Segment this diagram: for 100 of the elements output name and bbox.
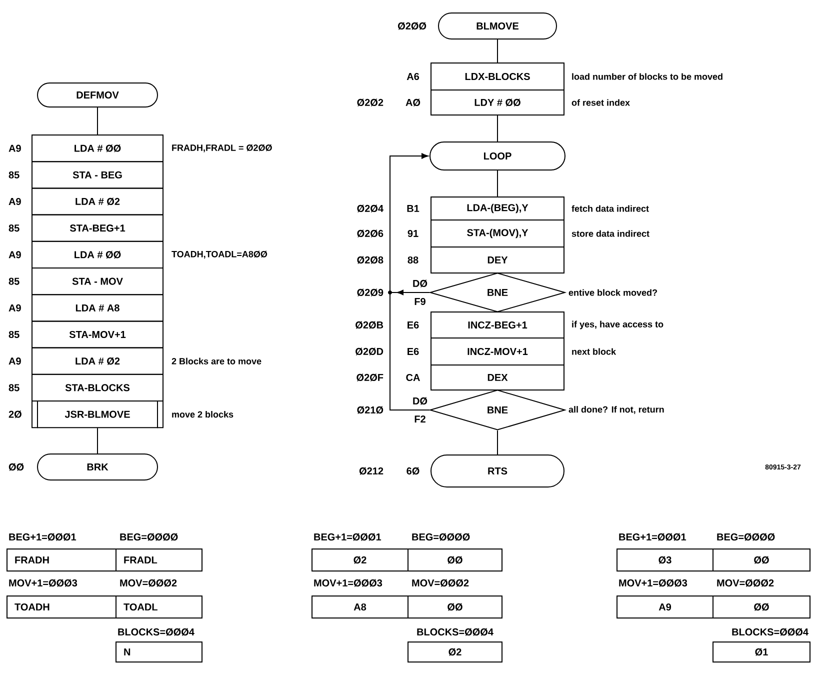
address-label: Ø2ØF	[356, 374, 384, 382]
process-box: LDA # Ø2	[32, 347, 164, 375]
process-box: STA-MOV+1	[32, 320, 164, 348]
opcode-label: 2Ø	[8, 410, 22, 418]
table-cell: FRADH	[6, 548, 116, 572]
opcode-label: ØØ	[8, 463, 24, 471]
table-cell: FRADL	[116, 548, 202, 572]
comment-text: move 2 blocks	[172, 410, 234, 418]
process-box: LDA # Ø2	[32, 188, 164, 216]
opcode-label: 85	[8, 171, 20, 178]
table-cell: Ø1	[712, 642, 810, 662]
process-box: LDY # ØØ	[430, 90, 564, 116]
table-cell: TOADH	[6, 596, 116, 618]
comment-text: all done? If not, return	[568, 406, 664, 414]
comment-text: entive block moved?	[568, 289, 657, 296]
address-label: Ø2ØØ	[398, 22, 426, 30]
opcode-label: 6Ø	[406, 467, 420, 475]
table-cell: Ø2	[408, 642, 502, 662]
opcode-label: A6	[406, 72, 420, 80]
process-box: STA-(MOV),Y	[430, 220, 564, 248]
memory-label: BLOCKS=ØØØ4	[732, 628, 808, 636]
process-box: STA-BLOCKS	[32, 374, 164, 402]
process-box: DEY	[430, 246, 564, 274]
memory-label: MOV=ØØØ2	[120, 579, 177, 587]
address-label: Ø2Ø9	[357, 288, 384, 296]
comment-text: of reset index	[572, 99, 630, 106]
process-box: LDA-(BEG),Y	[430, 196, 564, 220]
comment-text: FRADH,FRADL = Ø2ØØ	[172, 144, 272, 152]
opcode-label: 91	[408, 230, 418, 238]
memory-label: MOV=ØØØ2	[412, 579, 469, 587]
memory-label: BEG+1=ØØØ1	[314, 533, 382, 541]
opcode-label: DØ	[413, 280, 428, 288]
opcode-label: F2	[414, 416, 426, 422]
comment-text: if yes, have access to	[572, 320, 664, 330]
table-cell: Ø3	[616, 548, 714, 572]
connector-line	[497, 115, 498, 142]
table-cell: N	[116, 642, 202, 662]
table-cell: ØØ	[712, 548, 810, 572]
subroutine-box: JSR-BLMOVE	[32, 400, 164, 429]
memory-label: BEG+1=ØØØ1	[9, 533, 76, 541]
memory-label: MOV+1=ØØØ3	[619, 579, 688, 587]
memory-label: MOV+1=ØØØ3	[314, 579, 382, 587]
opcode-label: A9	[8, 198, 21, 206]
connector-line	[497, 430, 498, 455]
comment-text: store data indirect	[572, 230, 650, 237]
table-cell: ØØ	[408, 596, 502, 618]
table-cell: A8	[312, 596, 408, 618]
connector-line	[97, 428, 98, 454]
opcode-label: F9	[414, 298, 426, 306]
comment-text: load number of blocks to be moved	[572, 73, 722, 80]
opcode-label: 85	[8, 278, 20, 285]
process-box: STA-BEG+1	[32, 214, 164, 242]
address-label: Ø2Ø4	[357, 204, 384, 212]
opcode-label: CA	[406, 374, 420, 382]
opcode-label: A9	[8, 251, 21, 258]
opcode-label: 88	[408, 256, 418, 264]
comment-text: TOADH,TOADL=A8ØØ	[172, 250, 268, 259]
process-box: LDA # ØØ	[32, 134, 164, 162]
loop-arrow	[390, 153, 430, 410]
opcode-label: 85	[8, 224, 20, 232]
process-box: DEX	[430, 364, 564, 390]
memory-label: MOV+1=ØØØ3	[9, 579, 78, 587]
process-box: INCZ-BEG+1	[430, 312, 564, 338]
opcode-label: B1	[407, 205, 420, 212]
table-cell: TOADL	[116, 596, 202, 618]
opcode-label: E6	[408, 348, 419, 356]
address-label: Ø2Ø2	[357, 98, 384, 106]
opcode-label: DØ	[413, 397, 428, 405]
process-box: LDA # ØØ	[32, 240, 164, 268]
opcode-label: E6	[408, 321, 419, 329]
opcode-label: A9	[8, 358, 21, 365]
address-label: Ø2ØD	[356, 348, 384, 356]
table-cell: A9	[616, 596, 714, 618]
memory-label: MOV=ØØØ2	[717, 579, 774, 587]
connector-line	[97, 107, 98, 135]
opcode-label: 85	[8, 384, 20, 392]
address-label: Ø212	[359, 467, 384, 475]
opcode-label: AØ	[406, 98, 420, 106]
process-box: LDA # A8	[32, 294, 164, 322]
comment-text: next block	[572, 348, 616, 355]
comment-text: 2 Blocks are to move	[172, 358, 262, 364]
opcode-label: A9	[8, 144, 21, 152]
opcode-label: 85	[8, 330, 20, 338]
table-cell: Ø2	[312, 548, 408, 572]
table-cell: ØØ	[712, 596, 810, 618]
memory-label: BEG+1=ØØØ1	[619, 533, 686, 541]
comment-text: fetch data indirect	[572, 205, 649, 212]
address-label: Ø21Ø	[357, 406, 384, 414]
opcode-label: A9	[8, 304, 21, 312]
memory-label: BEG=ØØØØ	[717, 533, 775, 541]
memory-label: BLOCKS=ØØØ4	[417, 628, 494, 636]
memory-label: BEG=ØØØØ	[120, 533, 178, 541]
address-label: Ø2Ø8	[357, 256, 384, 264]
connector-line	[497, 170, 498, 197]
process-box: LDX-BLOCKS	[430, 62, 564, 90]
memory-label: BLOCKS=ØØØ4	[118, 628, 194, 636]
process-box: INCZ-MOV+1	[430, 338, 564, 366]
address-label: Ø2Ø6	[357, 230, 384, 238]
memory-label: BEG=ØØØØ	[412, 533, 470, 541]
connector-line	[497, 39, 498, 63]
